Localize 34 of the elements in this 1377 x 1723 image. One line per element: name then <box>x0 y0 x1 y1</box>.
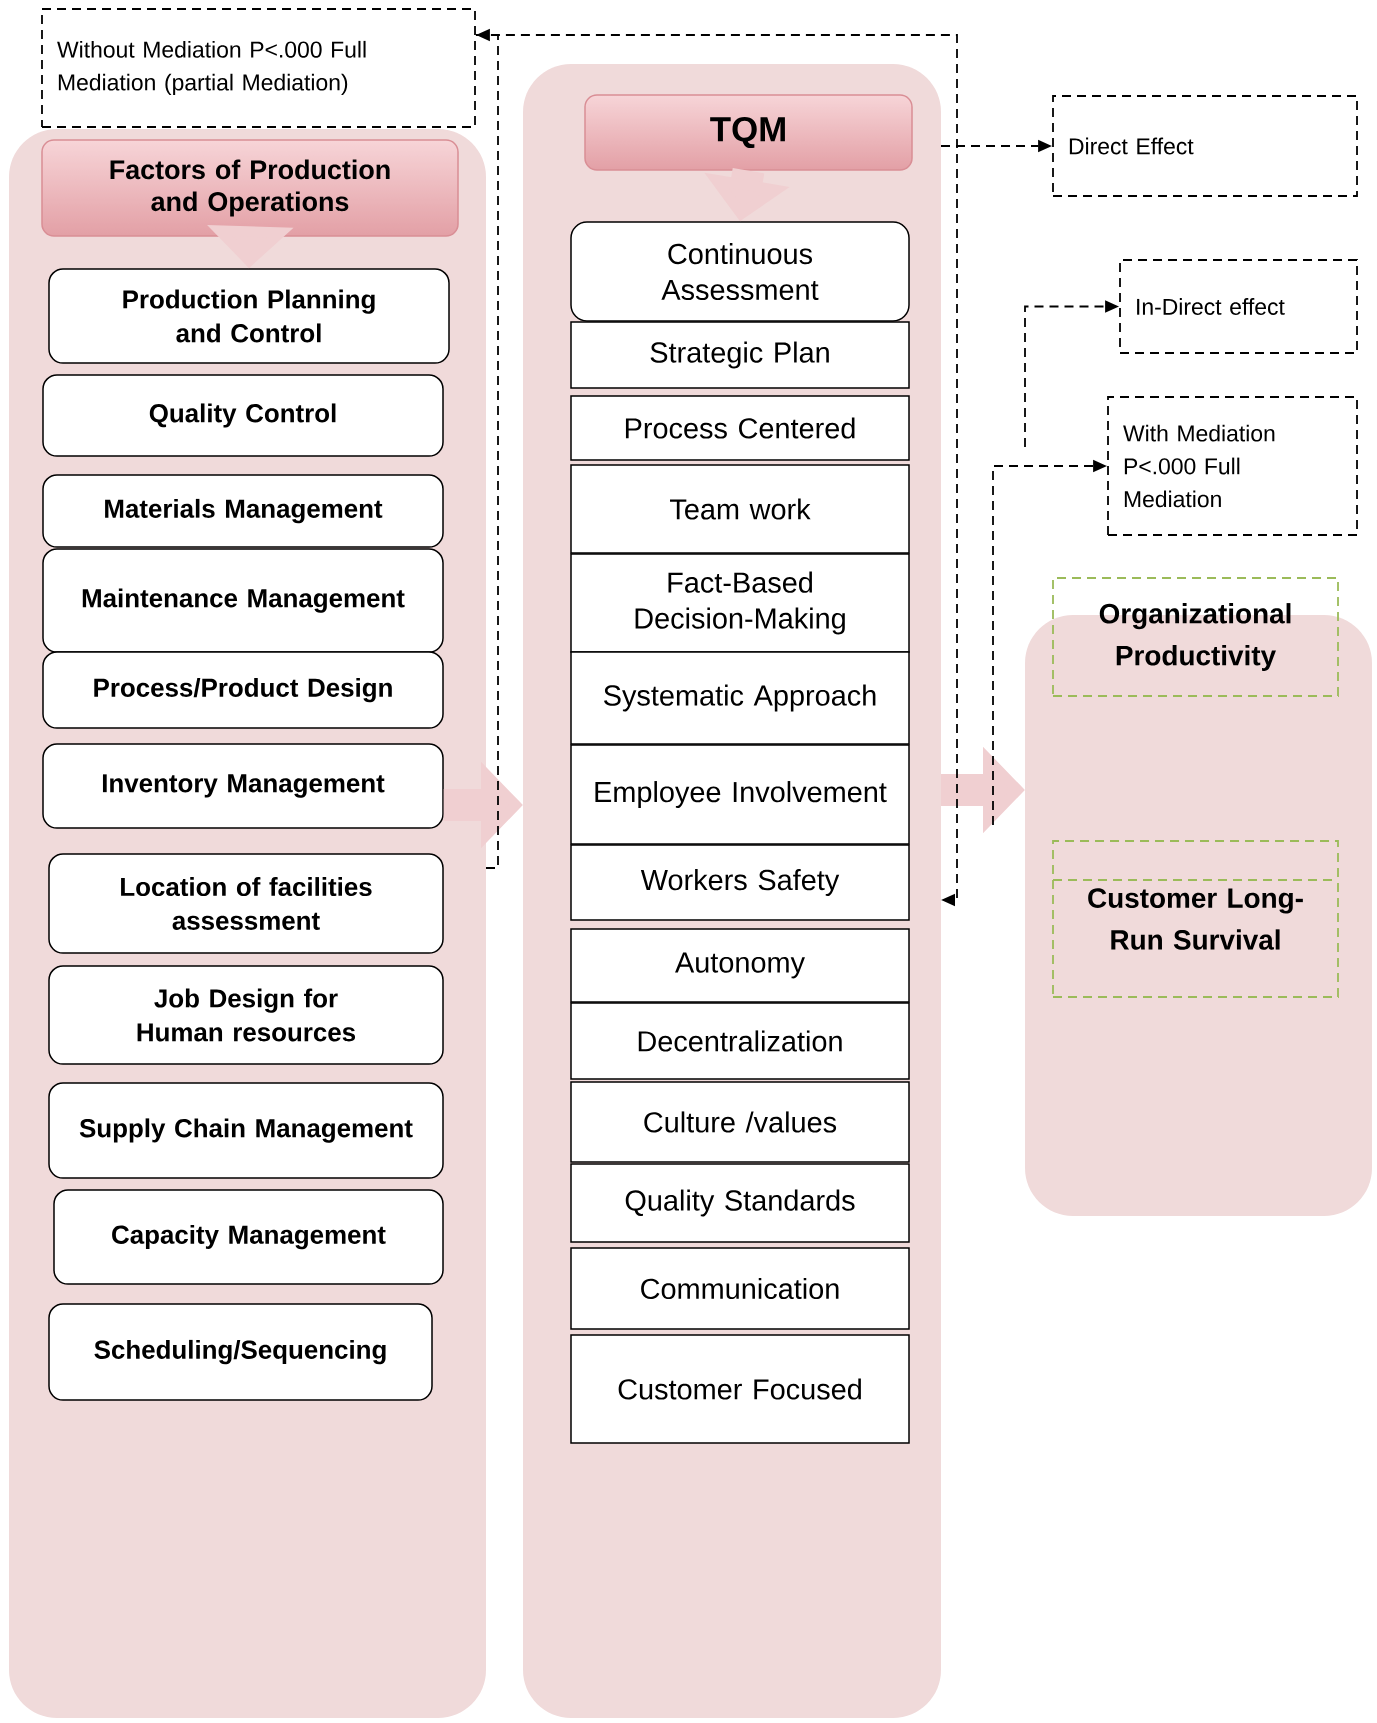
factor-box: Materials Management <box>42 474 444 548</box>
factor-box: Scheduling/Sequencing <box>48 1303 433 1401</box>
factor-box: Production Planning and Control <box>48 268 450 364</box>
element-box: Decentralization <box>570 1002 910 1080</box>
element-box: Fact-Based Decision-Making <box>570 553 910 653</box>
element-box: Quality Standards <box>570 1163 910 1243</box>
factor-box: Quality Control <box>42 374 444 457</box>
element-box: Employee Involvement <box>570 744 910 845</box>
element-box: Customer Focused <box>570 1334 910 1444</box>
factor-box: Capacity Management <box>53 1189 444 1285</box>
element-box: Continuous Assessment <box>570 221 910 322</box>
element-box: Strategic Plan <box>570 321 910 389</box>
element-box: Culture /values <box>570 1081 910 1163</box>
factor-box: Inventory Management <box>42 743 444 829</box>
element-box: Process Centered <box>570 395 910 461</box>
note-box: With Mediation P<.000 Full Mediation <box>1107 396 1358 536</box>
note-box: Without Mediation P<.000 Full Mediation (partial Mediation) <box>41 8 476 128</box>
element-box: Communication <box>570 1247 910 1330</box>
element-box: Systematic Approach <box>570 651 910 745</box>
element-box: Team work <box>570 464 910 554</box>
outcome-box: Organizational Productivity <box>1052 577 1339 697</box>
factor-box: Supply Chain Management <box>48 1082 444 1179</box>
outcome-box: Customer Long-Run Survival <box>1052 840 1339 998</box>
factor-box: Job Design for Human resources <box>48 965 444 1065</box>
factor-box: Location of facilities assessment <box>48 853 444 954</box>
header-box: TQM <box>584 94 913 171</box>
dashed-arrow <box>475 34 958 907</box>
note-box: Direct Effect <box>1052 95 1358 197</box>
note-box: In-Direct effect <box>1119 259 1358 354</box>
factor-box: Process/Product Design <box>42 651 444 729</box>
element-box: Workers Safety <box>570 844 910 921</box>
factor-box: Maintenance Management <box>42 548 444 653</box>
header-box: Factors of Production and Operations <box>41 139 459 237</box>
element-box: Autonomy <box>570 928 910 1003</box>
